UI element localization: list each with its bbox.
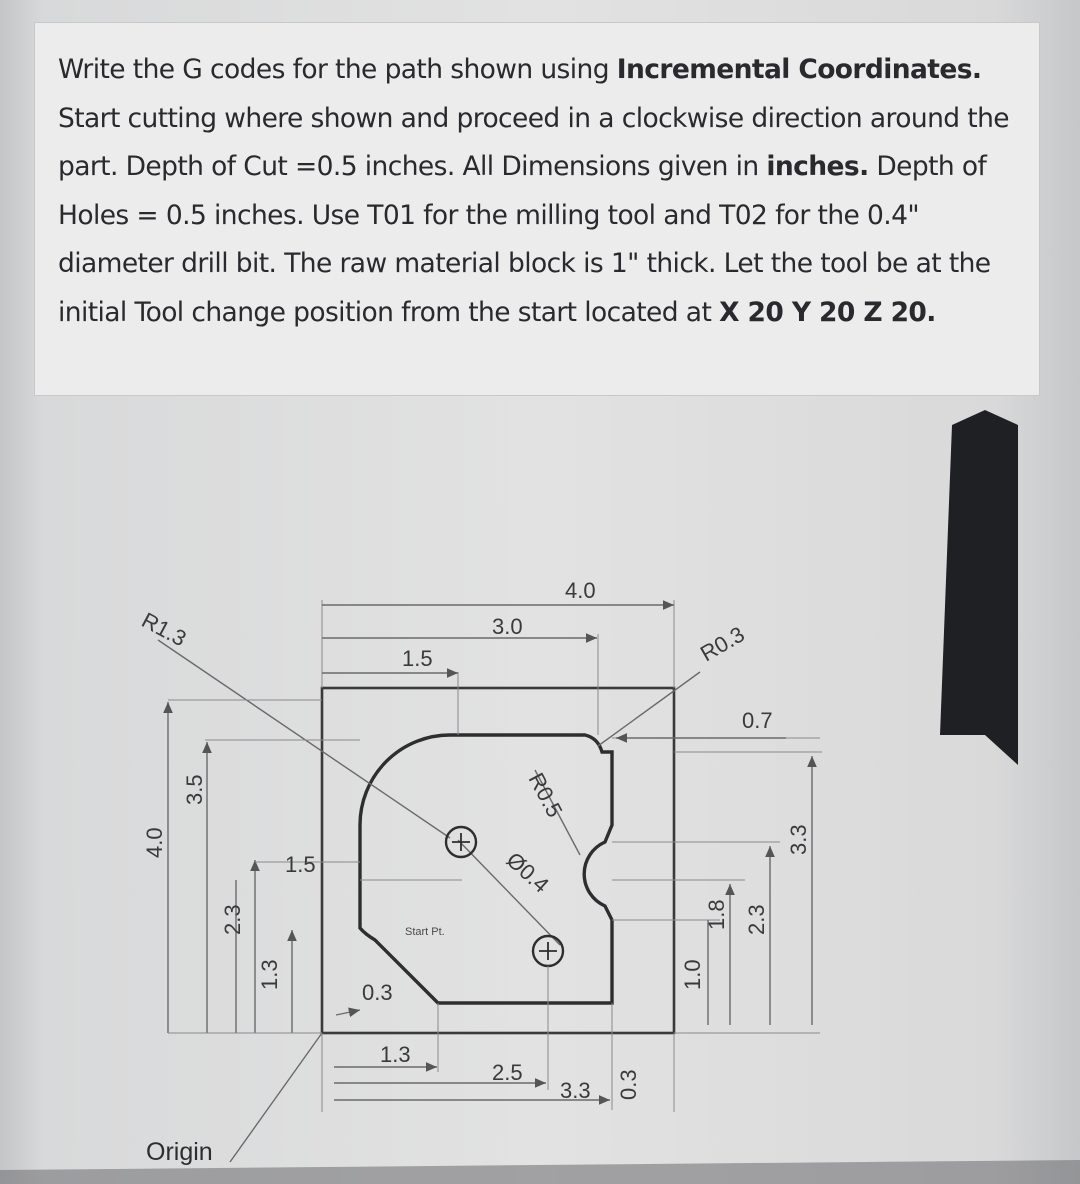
leader-r0-3 — [597, 671, 701, 747]
dim-left-4-0: 4.0 — [142, 827, 167, 858]
problem-bold-2: inches. — [766, 151, 869, 182]
dim-top-3-0: 3.0 — [492, 614, 523, 639]
raw-block-outline — [320, 686, 676, 1035]
problem-line-3: Depth of Holes = 0.5 inches. Use T01 for… — [58, 151, 991, 328]
hole-diameter: Ø0.4 — [502, 847, 554, 897]
dim-bottom-3-3: 3.3 — [560, 1078, 591, 1103]
dim-right-1-8: 1.8 — [704, 899, 729, 930]
photo-edge-shadow — [0, 1160, 1080, 1184]
dim-left-1-3: 1.3 — [257, 959, 282, 990]
problem-bold-3: X 20 Y 20 Z 20. — [719, 296, 936, 328]
dim-left-3-5: 3.5 — [182, 774, 207, 805]
question-card — [34, 22, 1040, 396]
hole-lower-icon — [531, 934, 565, 968]
dim-bottom-2-5: 2.5 — [492, 1060, 523, 1085]
dim-right-3-3: 3.3 — [786, 824, 811, 855]
dim-left-2-3: 2.3 — [220, 904, 245, 935]
radius-r0-3: R0.3 — [696, 621, 749, 666]
dim-right-0-7: 0.7 — [742, 708, 773, 733]
radius-r0-5: R0.5 — [524, 769, 568, 822]
dim-bottom-1-3: 1.3 — [380, 1042, 411, 1067]
dim-top-1-5: 1.5 — [402, 646, 433, 671]
dim-chamfer-0-3: 0.3 — [362, 980, 393, 1005]
dim-bottom-0-3: 0.3 — [616, 1069, 641, 1100]
problem-line-1: Write the G codes for the path shown usi… — [58, 54, 617, 85]
dark-side-tab — [940, 410, 1018, 765]
dim-right-1-0: 1.0 — [680, 959, 705, 990]
origin-label: Origin — [146, 1138, 213, 1166]
leader-origin — [229, 1032, 323, 1163]
leader-r0-5 — [534, 769, 581, 856]
dim-right-2-3: 2.3 — [744, 904, 769, 935]
part-profile — [358, 733, 614, 1005]
leader-r1-3 — [157, 639, 451, 839]
dim-top-4-0: 4.0 — [565, 578, 596, 603]
dim-left-1-5: 1.5 — [285, 852, 316, 877]
leader-dia — [457, 839, 561, 946]
start-point-label: Start Pt. — [405, 926, 445, 938]
problem-statement: Write the G codes for the path shown usi… — [58, 46, 1033, 337]
hole-upper-icon — [444, 825, 478, 859]
problem-line-2: Start cutting where shown and proceed in… — [58, 102, 1010, 183]
problem-bold-1: Incremental Coordinates. — [616, 54, 982, 85]
